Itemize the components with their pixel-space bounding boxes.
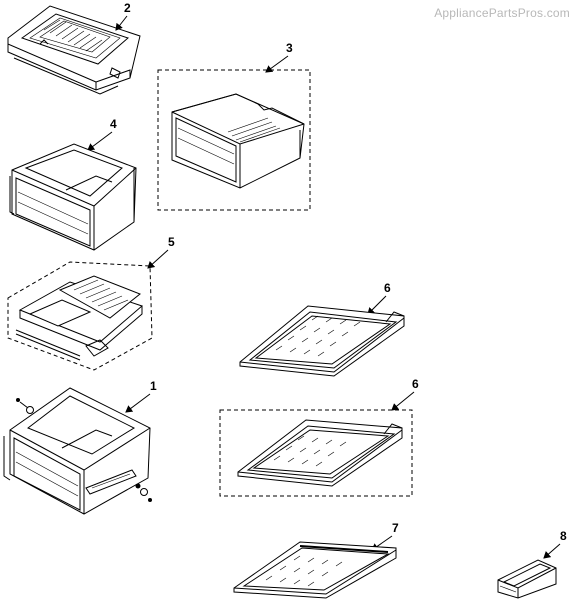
part-1-fasteners [16, 398, 152, 502]
part-5-dashed-assembly-box [7, 261, 153, 371]
part-6-shelf-upper [239, 305, 405, 377]
part-3-dashed-assembly-box [157, 69, 311, 211]
callout-8: 8 [560, 529, 567, 543]
part-3-drawer [171, 93, 305, 189]
callout-4: 4 [110, 117, 117, 131]
cover-vent-slots [43, 19, 103, 52]
leader-1 [125, 393, 151, 413]
leader-6-upper [367, 295, 387, 315]
part-1-drawer [3, 387, 151, 515]
shelf-glass-hatch-upper [275, 315, 361, 357]
part-6-dashed-assembly-box [219, 409, 413, 497]
part-8-bin [497, 559, 557, 599]
callout-1: 1 [150, 379, 157, 393]
callout-6-lower: 6 [412, 377, 419, 391]
drawer-ribs [227, 117, 281, 143]
leader-8 [543, 543, 561, 559]
watermark: AppliancePartsPros.com [434, 6, 570, 20]
part-5-cover-assembly [15, 275, 143, 361]
part-4-crisper-drawer [9, 143, 137, 251]
shelf-glass-hatch-7 [265, 555, 343, 587]
leader-3 [265, 55, 289, 73]
shelf-glass-hatch-lower [273, 435, 347, 467]
leader-5 [147, 249, 169, 269]
leader-2 [115, 15, 128, 31]
part-7-shelf [233, 541, 397, 599]
callout-5: 5 [168, 235, 175, 249]
leader-4 [87, 131, 113, 151]
callout-6-upper: 6 [384, 281, 391, 295]
part-6-shelf-lower [237, 419, 403, 487]
leader-6-lower [391, 391, 415, 411]
cover-slots-a [73, 279, 129, 311]
callout-7: 7 [392, 521, 399, 535]
part-2-crisper-cover [7, 5, 141, 95]
callout-3: 3 [286, 41, 293, 55]
callout-2: 2 [124, 1, 131, 15]
